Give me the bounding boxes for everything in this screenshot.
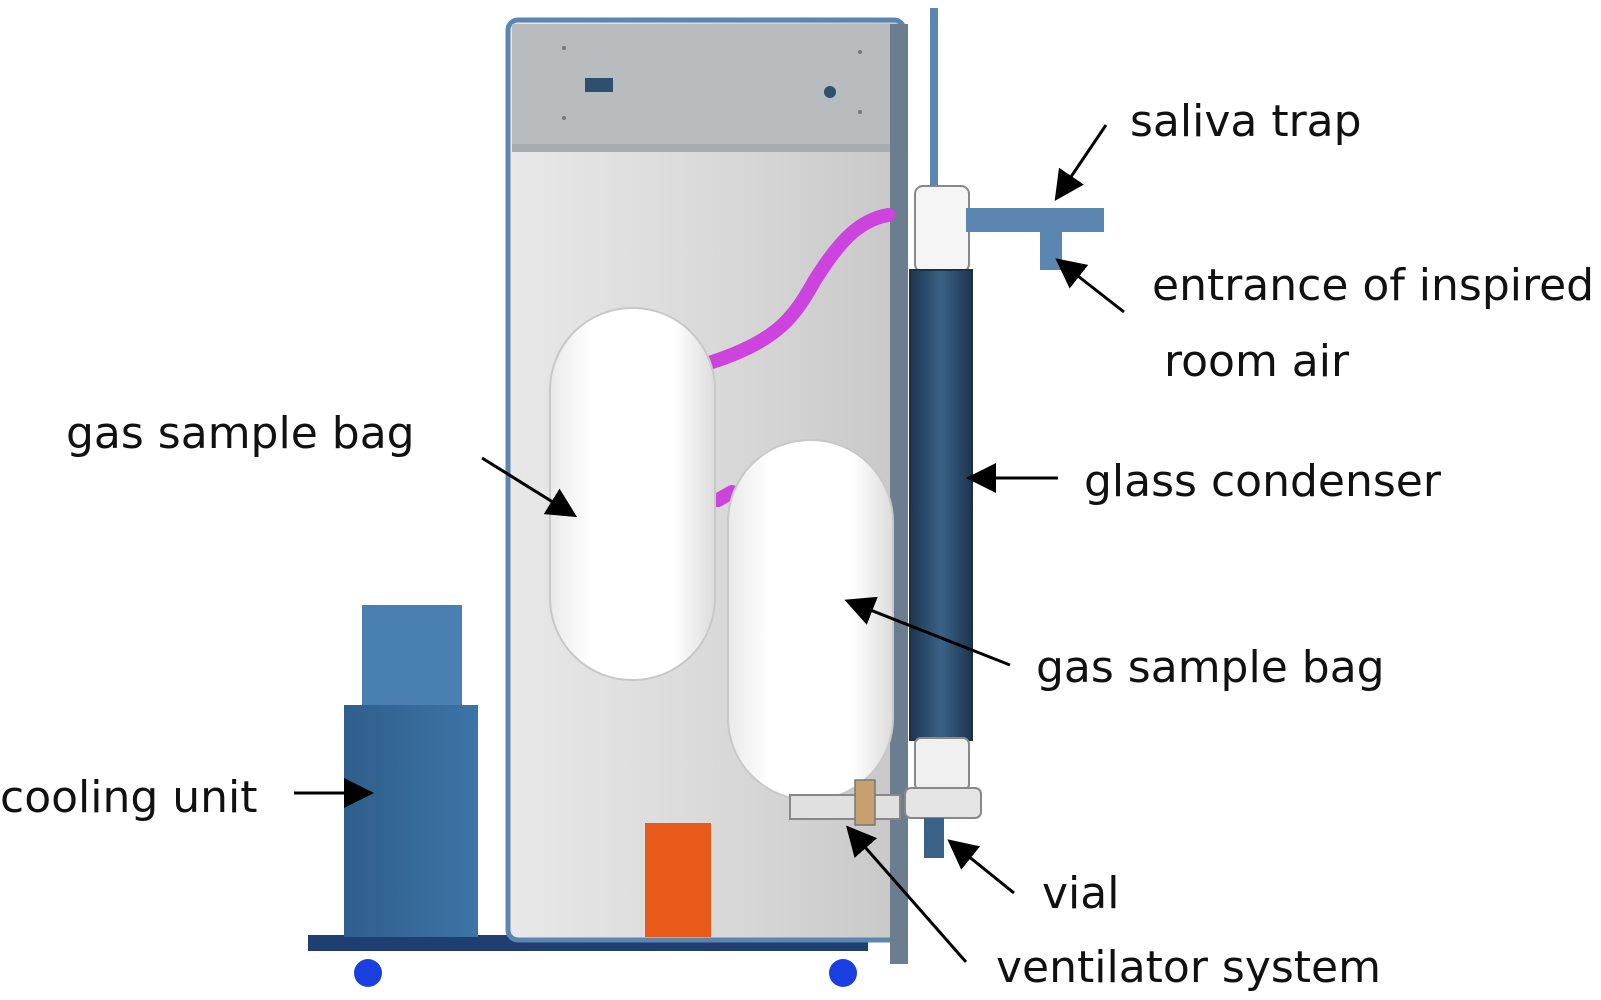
glass-condenser bbox=[904, 8, 1104, 858]
label-entrance-line2: room air bbox=[1164, 336, 1350, 387]
arrow-gas-bag-right bbox=[844, 596, 1011, 667]
label-cooling-unit: cooling unit bbox=[0, 772, 258, 823]
arrow-entrance bbox=[1055, 258, 1125, 314]
gas-sample-bag-left bbox=[549, 307, 716, 681]
arrow-gas-bag-left bbox=[481, 456, 578, 518]
ventilator-pipe bbox=[789, 779, 901, 826]
label-gas-sample-bag-left: gas sample bag bbox=[66, 408, 415, 459]
label-glass-condenser: glass condenser bbox=[1084, 456, 1441, 507]
tubing-middle bbox=[711, 485, 739, 507]
label-entrance-line1: entrance of inspired bbox=[1152, 260, 1595, 311]
label-gas-sample-bag-right: gas sample bag bbox=[1036, 642, 1385, 693]
wheel-right bbox=[829, 959, 857, 987]
cooling-unit bbox=[344, 605, 478, 937]
tubing-upper bbox=[705, 208, 895, 369]
arrow-ventilator-system bbox=[846, 825, 968, 963]
orange-block bbox=[645, 823, 711, 937]
arrow-saliva-trap bbox=[1054, 124, 1108, 201]
label-saliva-trap: saliva trap bbox=[1130, 96, 1362, 147]
label-ventilator-system: ventilator system bbox=[996, 942, 1381, 993]
label-vial: vial bbox=[1042, 868, 1120, 919]
wheel-left bbox=[354, 959, 382, 987]
arrow-vial bbox=[947, 839, 1015, 895]
gas-sample-bag-right bbox=[727, 439, 894, 801]
